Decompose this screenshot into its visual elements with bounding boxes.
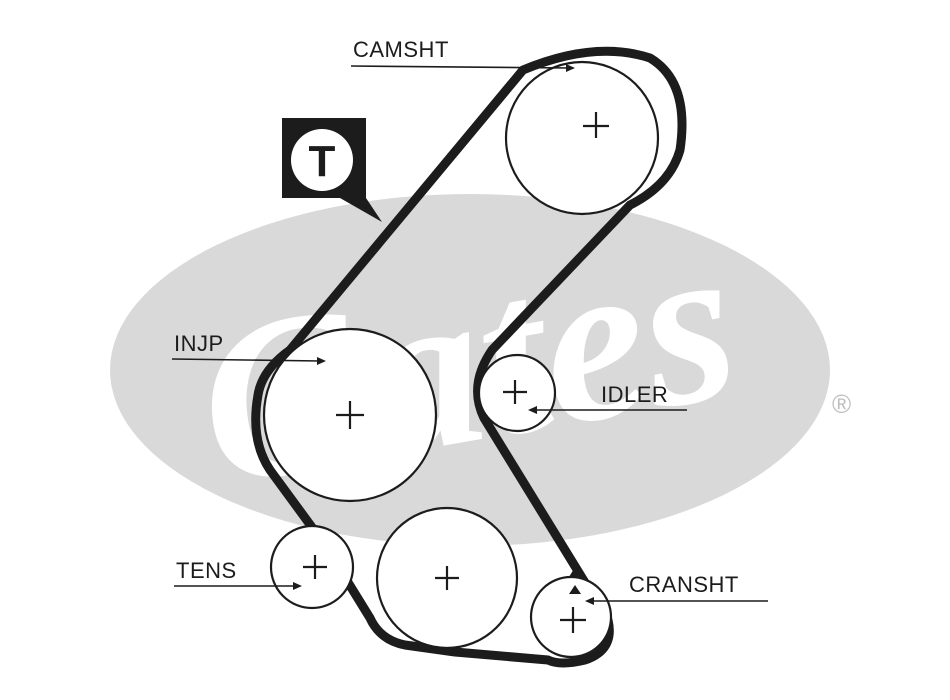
label-injp-text: INJP — [174, 331, 224, 356]
label-tens-text: TENS — [176, 558, 237, 583]
crankshaft-pulley — [529, 567, 613, 659]
label-cransht-text: CRANSHT — [629, 572, 739, 597]
label-crankshaft: CRANSHT — [585, 572, 768, 605]
idler-pulley — [477, 353, 557, 433]
tensioner-pulley — [269, 524, 355, 610]
crank-timing-mark — [569, 567, 581, 577]
timing-marker-callout: T — [282, 118, 382, 222]
registered-mark: ® — [832, 389, 851, 419]
label-injection-pump: INJP — [171, 331, 326, 365]
injection-pump-pulley — [262, 327, 438, 503]
label-tensioner: TENS — [174, 558, 302, 590]
water-pump-pulley — [375, 506, 519, 650]
timing-marker-letter: T — [309, 137, 336, 186]
label-idler: IDLER — [528, 382, 687, 414]
label-idler-text: IDLER — [601, 382, 668, 407]
camshaft-pulley — [504, 60, 660, 216]
label-camshaft: CAMSHT — [350, 37, 575, 72]
label-camshaft-text: CAMSHT — [353, 37, 449, 62]
